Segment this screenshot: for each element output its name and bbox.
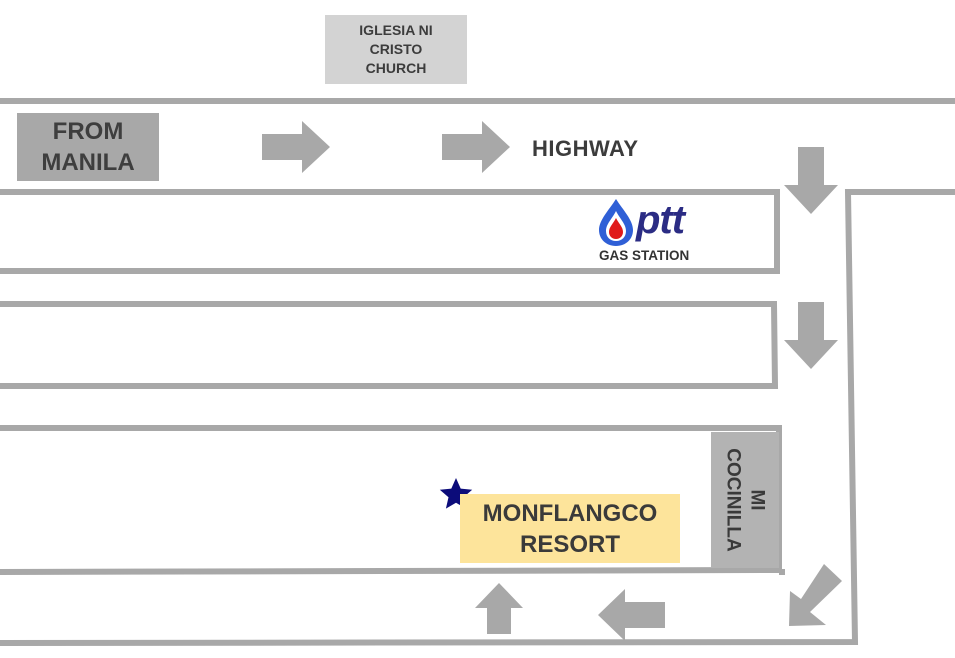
ptt-brand-text: ptt: [636, 198, 685, 242]
church-label: IGLESIA NI CRISTO CHURCH: [325, 15, 467, 84]
gas-station-caption: GAS STATION: [599, 248, 690, 263]
route-arrow-down-1: [784, 147, 838, 214]
gas-station-logo: ptt GAS STATION: [596, 196, 711, 264]
block-2-outline: [0, 301, 779, 389]
block-1-outline: [0, 189, 780, 274]
church-label-line3: CHURCH: [365, 60, 427, 76]
origin-label: FROM MANILA: [17, 113, 159, 181]
church-label-line1: IGLESIA NI: [359, 22, 433, 38]
ptt-drop-icon: [599, 199, 633, 246]
origin-label-line2: MANILA: [41, 149, 135, 176]
destination-label-line2: RESORT: [519, 530, 620, 558]
route-arrow-right-1: [262, 121, 330, 173]
block-3-outline: [0, 425, 782, 575]
origin-label-line1: FROM: [52, 118, 124, 145]
east-block-outline: [0, 189, 955, 646]
route-arrow-down-left: [789, 564, 842, 626]
route-arrow-up: [475, 583, 523, 634]
church-label-line2: CRISTO: [369, 41, 423, 57]
restaurant-label: MI COCINILLA: [711, 432, 779, 568]
restaurant-label-line1: MI: [747, 489, 768, 511]
restaurant-label-line2: COCINILLA: [723, 448, 744, 552]
route-arrow-right-2: [442, 121, 510, 173]
highway-label: HIGHWAY: [532, 136, 639, 161]
route-arrow-down-2: [784, 302, 838, 369]
destination-label: MONFLANGCO RESORT: [460, 494, 680, 563]
restaurant-label-text: MI COCINILLA: [721, 448, 769, 551]
route-arrow-left: [598, 589, 665, 641]
destination-label-line1: MONFLANGCO: [482, 499, 658, 527]
